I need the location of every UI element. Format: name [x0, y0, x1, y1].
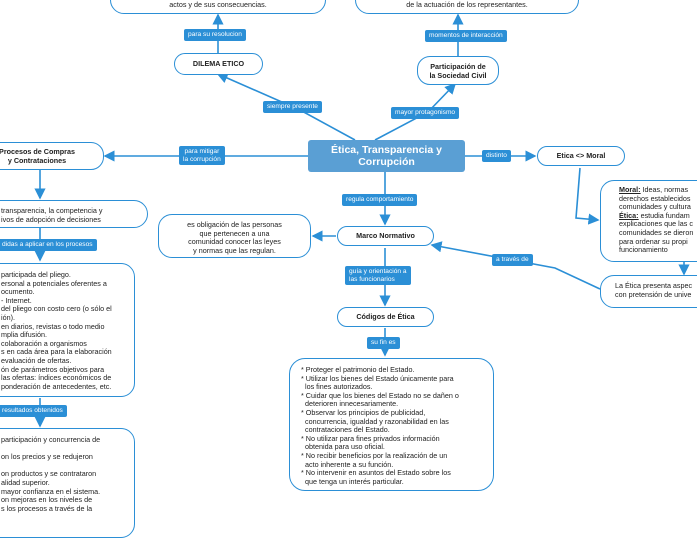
resultados-list-node[interactable]: participación y concurrencia de on los p… — [0, 428, 135, 538]
moral-etica-definitions-node[interactable]: Moral: Ideas, normas derechos establecid… — [600, 180, 697, 262]
label-para-su-resolucion: para su resolucion — [184, 29, 246, 41]
etica-definition: estudia fundam explicaciones que las c c… — [619, 210, 694, 255]
dilema-etico-node[interactable]: DILEMA ETICO — [174, 53, 263, 75]
top-left-node[interactable]: actos y de sus consecuencias. — [110, 0, 326, 14]
codigos-list-node[interactable]: * Proteger el patrimonio del Estado. * U… — [289, 358, 494, 491]
label-para-mitigar: para mitigar la corrupción — [179, 146, 225, 166]
moral-term: Moral: — [619, 185, 641, 194]
participacion-node[interactable]: Participación de la Sociedad Civil — [417, 56, 499, 85]
label-distinto: distinto — [482, 150, 511, 162]
obligacion-node[interactable]: es obligación de las personas que perten… — [158, 214, 311, 258]
codigos-etica-node[interactable]: Códigos de Ética — [337, 307, 434, 327]
label-momentos-interaccion: momentos de interacción — [425, 30, 507, 42]
label-regula-comportamiento: regula comportamiento — [342, 194, 418, 206]
top-right-node[interactable]: de la actuación de los representantes. — [355, 0, 579, 14]
etica-moral-node[interactable]: Etica <> Moral — [537, 146, 625, 166]
label-mayor-protagonismo: mayor protagonismo — [391, 107, 460, 119]
label-guia-orientacion: guía y orientación a las funcionarios — [345, 266, 411, 286]
transparencia-node[interactable]: transparencia, la competencia y ivos de … — [0, 200, 148, 228]
medidas-list-node[interactable]: participada del pliego. ersonal a potenc… — [0, 263, 135, 397]
label-a-traves-de: a través de — [492, 254, 533, 266]
label-su-fin-es: su fin es — [367, 337, 400, 349]
edge-aspecto-marco — [430, 241, 601, 290]
label-siempre-presente: siempre presente — [263, 101, 322, 113]
etica-aspecto-node[interactable]: La Ética presenta aspec con pretensión d… — [600, 275, 697, 308]
etica-term: Ética: — [619, 210, 639, 220]
edge-eticamoral-def — [575, 167, 600, 225]
label-resultados: resultados obtenidos — [0, 405, 67, 417]
moral-definition: Ideas, normas derechos establecidos comu… — [619, 185, 691, 212]
procesos-compras-node[interactable]: Procesos de Compras y Contrataciones — [0, 142, 104, 170]
marco-normativo-node[interactable]: Marco Normativo — [337, 226, 434, 246]
label-medidas: didas a aplicar en los procesos — [0, 239, 97, 251]
central-topic[interactable]: Ética, Transparencia y Corrupción — [308, 140, 465, 172]
